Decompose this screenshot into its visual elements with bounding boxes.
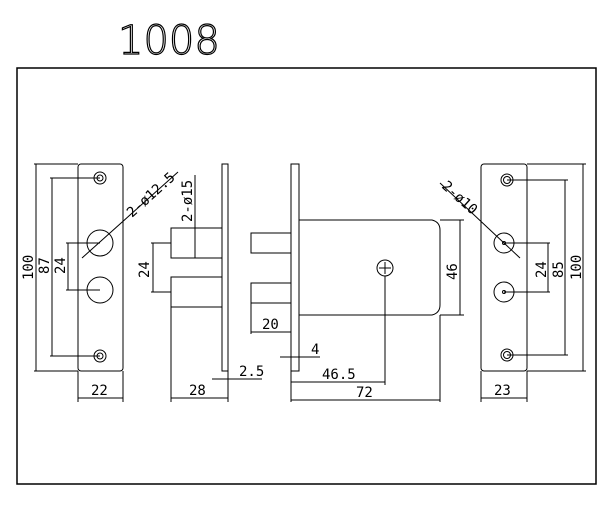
dim-strike-height-100: 100	[569, 255, 585, 280]
dim-height-100: 100	[21, 255, 37, 280]
dim-flange-4: 4	[311, 342, 319, 358]
dim-bolt-spacing-24: 24	[137, 261, 153, 278]
dim-body-height-46: 46	[445, 263, 461, 280]
drawing-frame	[16, 67, 597, 485]
model-title: 1008	[118, 18, 220, 64]
dim-width-22: 22	[91, 383, 108, 399]
body-view: 46 20 4 46.5 72	[250, 163, 464, 402]
dim-strike-screw-spacing-85: 85	[551, 261, 567, 278]
dim-length-72: 72	[356, 385, 373, 401]
dim-depth-28: 28	[189, 383, 206, 399]
dim-strike-width-23: 23	[494, 383, 511, 399]
dim-bolt-diameter: 2-ø15	[180, 180, 196, 222]
dim-strike-hole-spacing-24: 24	[534, 261, 550, 278]
dim-strike-hole-diameter: 2-ø10	[438, 178, 480, 218]
dim-hole-diameter: 2-ø12.5	[124, 170, 179, 221]
dim-bolt-length-20: 20	[262, 317, 279, 333]
dim-hole-spacing-24: 24	[53, 257, 69, 274]
dim-screw-offset-46-5: 46.5	[322, 367, 356, 383]
front-plate-view: 100 87 24 22 2-ø12.5	[21, 163, 179, 402]
dim-thickness-2-5: 2.5	[239, 364, 264, 380]
side-view: 2-ø15 24 28 2.5	[137, 163, 264, 402]
dim-screw-spacing-87: 87	[37, 257, 53, 274]
